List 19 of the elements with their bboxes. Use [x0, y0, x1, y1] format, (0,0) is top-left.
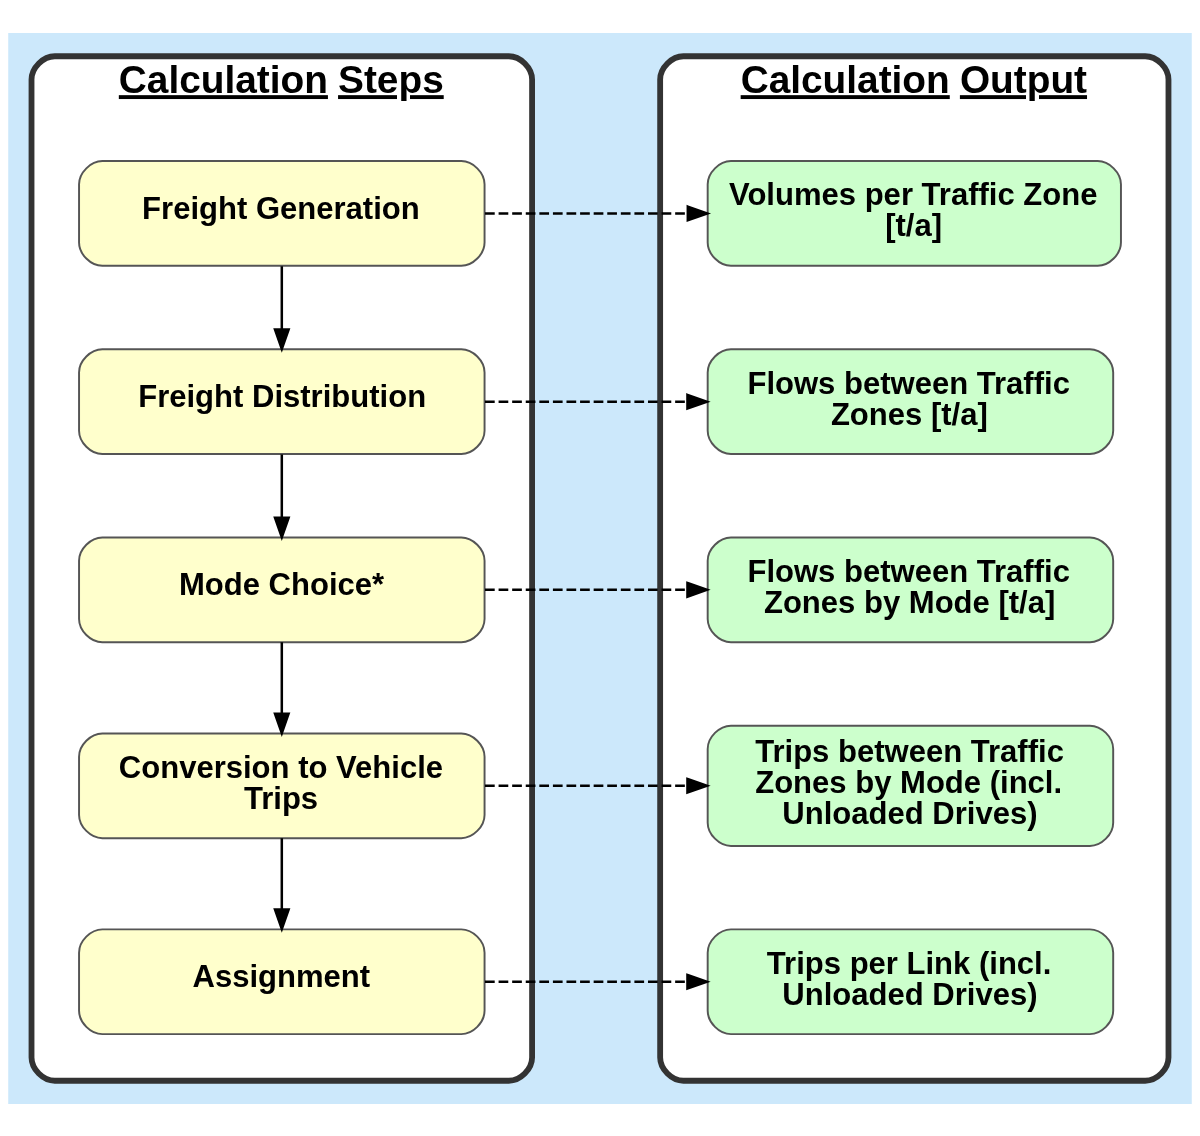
node-box: Trips per Link (incl. Unloaded Drives)	[706, 927, 1115, 1035]
node-box: Freight Distribution	[78, 347, 486, 455]
arrow	[273, 265, 291, 353]
arrow	[485, 204, 712, 222]
node-box: Flows between Traffic Zones by Mode [t/a]	[706, 536, 1115, 643]
arrow	[485, 972, 711, 990]
node-box: Conversion to Vehicle Trips	[78, 731, 486, 839]
node-box: Freight Generation	[78, 159, 486, 267]
node-box: Volumes per Traffic Zone [t/a]	[706, 159, 1122, 267]
node-box: Flows between Traffic Zones [t/a]	[706, 347, 1115, 455]
arrow	[273, 641, 291, 737]
arrow	[485, 776, 711, 794]
node-box: Mode Choice*	[78, 536, 486, 643]
node-box: Trips between Traffic Zones by Mode (incl. Unloaded Drives)	[706, 724, 1115, 847]
arrow	[485, 392, 711, 410]
arrow	[485, 580, 711, 598]
node-box: Assignment	[78, 927, 486, 1035]
arrow	[273, 837, 291, 933]
arrow	[273, 453, 291, 541]
